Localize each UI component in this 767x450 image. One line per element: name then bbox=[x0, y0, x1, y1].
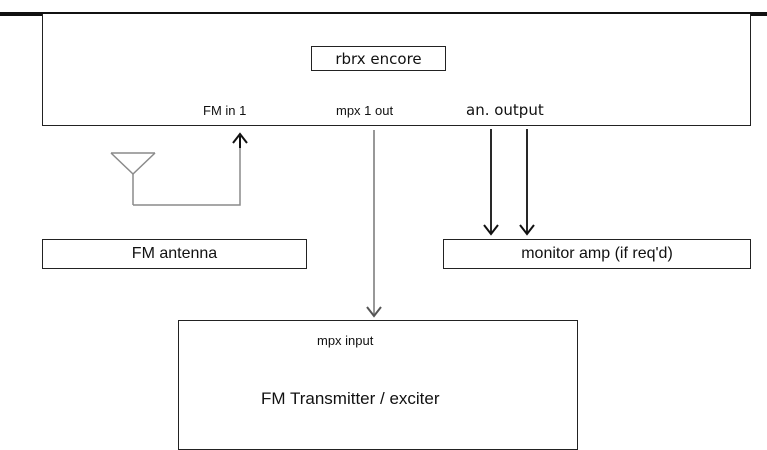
fm-in-arrow-head bbox=[232, 132, 248, 144]
mpx-arrow-head bbox=[366, 306, 382, 318]
port-mpx-out-label: mpx 1 out bbox=[336, 103, 394, 118]
antenna-icon bbox=[110, 152, 156, 205]
fm-antenna-label: FM antenna bbox=[131, 245, 218, 262]
transmitter-input-label: mpx input bbox=[317, 333, 374, 348]
monitor-amp-label: monitor amp (if req'd) bbox=[521, 245, 673, 262]
transmitter-name-label: FM Transmitter / exciter bbox=[261, 389, 440, 408]
unit-name-tag: rbrx encore bbox=[311, 46, 446, 71]
an-output-arrow-1 bbox=[483, 224, 499, 236]
fm-transmitter-box bbox=[178, 320, 578, 450]
an-output-arrow-2 bbox=[519, 224, 535, 236]
unit-name: rbrx encore bbox=[335, 49, 422, 68]
connection-wires bbox=[110, 129, 535, 318]
port-an-output-label: an. output bbox=[466, 101, 544, 119]
monitor-amp-box: monitor amp (if req'd) bbox=[443, 239, 751, 269]
port-fm-in-label: FM in 1 bbox=[203, 103, 247, 118]
fm-antenna-box: FM antenna bbox=[42, 239, 307, 269]
antenna-feed-line bbox=[133, 136, 241, 206]
